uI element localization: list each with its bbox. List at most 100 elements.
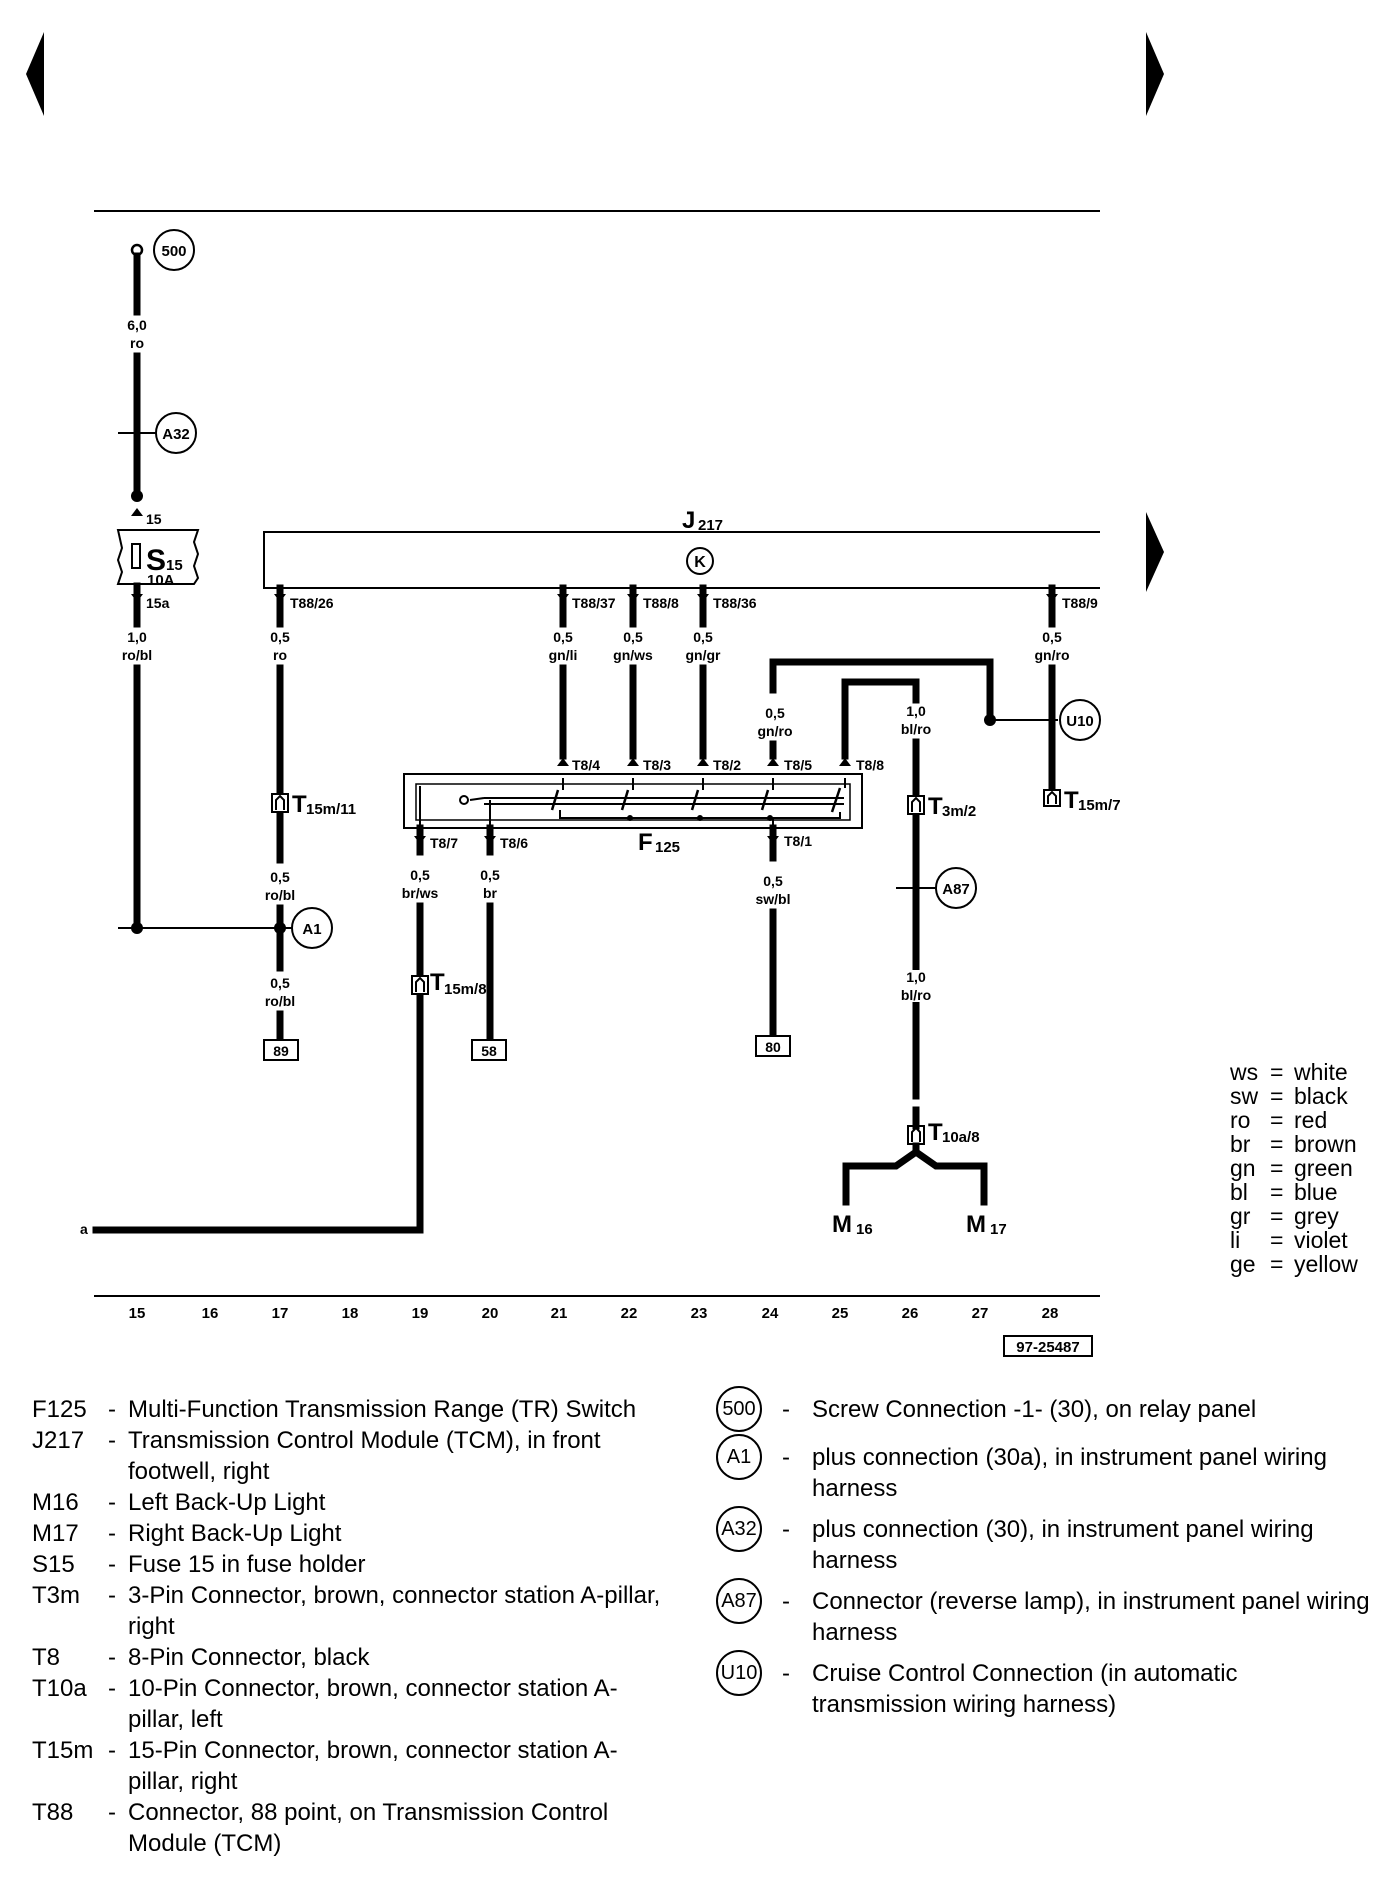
back-up-light-m17: M [966,1211,986,1238]
svg-text:ro: ro [273,647,287,663]
svg-text:bl/ro: bl/ro [901,987,931,1003]
svg-text:0,5: 0,5 [765,705,785,721]
legend-code: F125 [32,1396,87,1423]
tr-switch-f125-label: F [638,829,653,856]
color-abbr: bl [1230,1179,1248,1205]
legend-row: 500-Screw Connection -1- (30), on relay … [716,1386,1376,1432]
svg-text:58: 58 [481,1043,497,1059]
legend-desc: 3-Pin Connector, brown, connector statio… [128,1582,661,1640]
svg-text:T: T [430,969,445,996]
continue-arrow-icon[interactable] [1146,512,1164,592]
legend-row: M16-Left Back-Up Light [32,1487,672,1518]
connection-circle-icon: A87 [716,1578,762,1624]
legend-dash: - [108,1551,116,1578]
column-number: 18 [342,1305,359,1322]
column-number: 28 [1042,1305,1059,1322]
column-number: 20 [482,1305,499,1322]
connection-500-label: 500 [161,243,186,260]
svg-text:0,5: 0,5 [410,867,430,883]
svg-text:1,0: 1,0 [906,703,926,719]
legend-dash: - [108,1489,116,1516]
svg-text:gn/gr: gn/gr [686,647,722,663]
svg-text:T: T [292,791,307,818]
svg-text:15m/7: 15m/7 [1078,797,1121,814]
color-name: black [1294,1083,1348,1109]
svg-text:ro/bl: ro/bl [122,647,152,663]
legend-row: U10-Cruise Control Connection (in automa… [716,1650,1376,1720]
svg-text:T88/37: T88/37 [572,595,616,611]
svg-text:0,5: 0,5 [553,629,573,645]
svg-text:T8/2: T8/2 [713,757,741,773]
svg-text:80: 80 [765,1039,781,1055]
svg-text:br: br [483,885,498,901]
legend-dash: - [108,1520,116,1547]
legend-row: A32-plus connection (30), in instrument … [716,1506,1376,1576]
color-abbr: gr [1230,1203,1251,1229]
column-number: 27 [972,1305,989,1322]
legend-desc: 10-Pin Connector, brown, connector stati… [128,1675,618,1733]
svg-text:T8/4: T8/4 [572,757,600,773]
color-name: yellow [1294,1251,1358,1277]
equals-sign: = [1270,1251,1284,1277]
svg-text:T8/3: T8/3 [643,757,671,773]
svg-text:T88/36: T88/36 [713,595,757,611]
connection-a1-label: A1 [302,921,321,938]
color-abbr: br [1230,1131,1251,1157]
svg-text:br/ws: br/ws [402,885,439,901]
legend-dash: - [108,1644,116,1671]
equals-sign: = [1270,1107,1284,1133]
svg-text:15m/11: 15m/11 [306,801,356,818]
wire-end-label: a [80,1221,88,1237]
legend-dash: - [782,1444,790,1471]
column-number: 21 [551,1305,568,1322]
color-name: grey [1294,1203,1339,1229]
legend-dash: - [108,1737,116,1764]
svg-text:sw/bl: sw/bl [755,891,790,907]
previous-page-arrow-icon[interactable] [26,32,44,116]
color-key-row: li=violet [1230,1228,1358,1252]
tcm-j217-label: J [682,507,695,534]
fuse-pin-out: 15a [146,595,170,611]
fuse-pin-in: 15 [146,511,162,527]
next-page-arrow-icon[interactable] [1146,32,1164,116]
connection-circle-icon: 500 [716,1386,762,1432]
column-number: 19 [412,1305,429,1322]
color-key-row: gr=grey [1230,1204,1358,1228]
color-abbr: ge [1230,1251,1256,1277]
column-number: 23 [691,1305,708,1322]
color-key-row: sw=black [1230,1084,1358,1108]
legend-code: T8 [32,1644,61,1671]
connection-circle-icon: A32 [716,1506,762,1552]
legend-code: T15m [32,1737,94,1764]
equals-sign: = [1270,1227,1284,1253]
svg-text:0,5: 0,5 [763,873,783,889]
connection-a87-label: A87 [942,881,970,898]
tcm-symbol-icon [686,547,714,575]
legend-code: S15 [32,1551,75,1578]
color-key-row: ro=red [1230,1108,1358,1132]
legend-code: J217 [32,1427,85,1454]
svg-text:15m/8: 15m/8 [444,981,487,998]
legend-row: T88-Connector, 88 point, on Transmission… [32,1797,672,1859]
tr-switch-f125-box [403,773,863,829]
ground-ref-89-box [263,1039,299,1061]
svg-text:gn/ro: gn/ro [1035,647,1070,663]
color-abbr: ro [1230,1107,1251,1133]
legend-desc: Transmission Control Module (TCM), in fr… [128,1427,601,1485]
legend-code: M16 [32,1489,79,1516]
legend-desc: Connector (reverse lamp), in instrument … [812,1588,1370,1646]
legend-dash: - [108,1675,116,1702]
color-key-row: gn=green [1230,1156,1358,1180]
legend-row: T15m-15-Pin Connector, brown, connector … [32,1735,672,1797]
svg-text:T8/8: T8/8 [856,757,884,773]
legend-desc: 8-Pin Connector, black [128,1644,370,1671]
ground-ref-80-box [755,1035,791,1057]
svg-text:97-25487: 97-25487 [1016,1339,1079,1356]
legend-dash: - [108,1582,116,1609]
legend-code: M17 [32,1520,79,1547]
legend-right: 500-Screw Connection -1- (30), on relay … [716,1386,1376,1730]
legend-dash: - [108,1799,116,1826]
svg-text:0,5: 0,5 [693,629,713,645]
